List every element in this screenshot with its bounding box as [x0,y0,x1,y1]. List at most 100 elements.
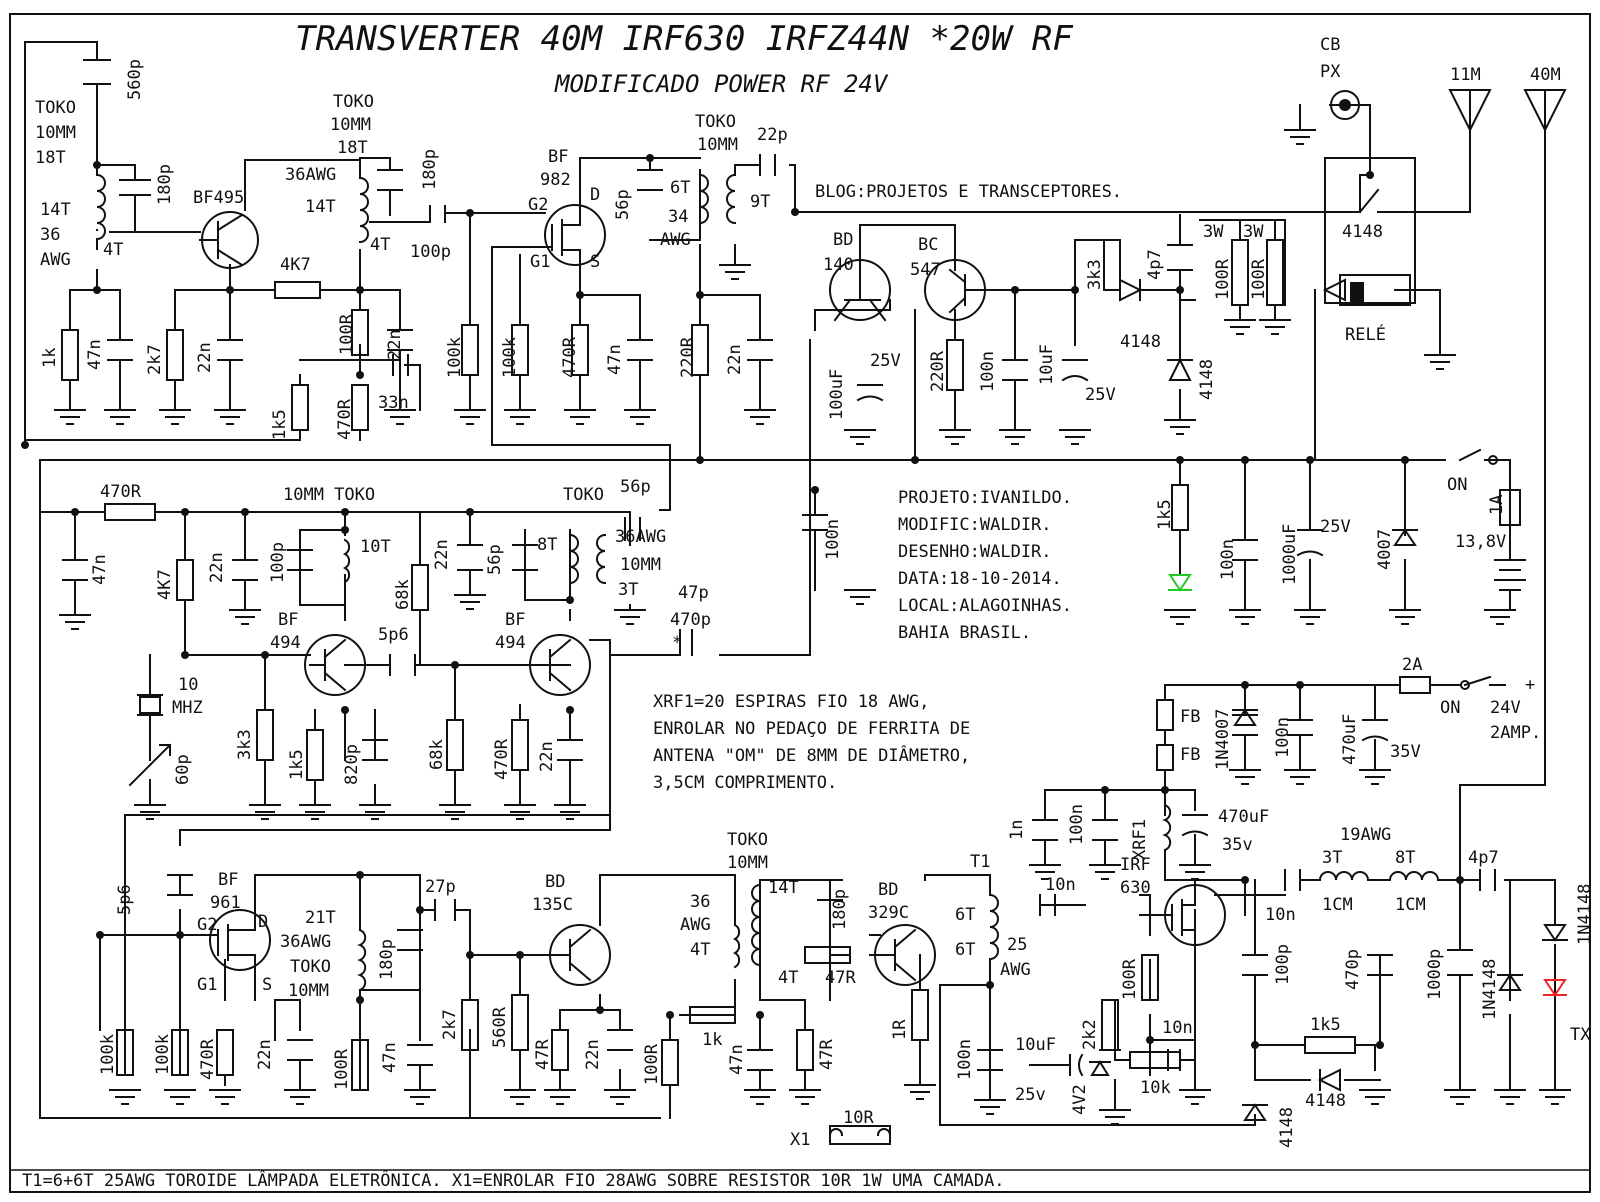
svg-text:1CM: 1CM [1395,895,1426,915]
diodes [1089,278,1568,1121]
junctions [21,154,1464,1049]
svg-text:56p: 56p [485,544,505,575]
svg-text:10MM: 10MM [697,135,738,155]
svg-text:100n: 100n [1273,717,1293,758]
tx-led [1543,979,1567,997]
svg-text:XRF1: XRF1 [1130,819,1150,860]
svg-text:40M: 40M [1530,65,1561,85]
svg-text:33n: 33n [378,393,409,413]
svg-text:24V: 24V [1490,698,1521,718]
bf982-mosfet [544,204,606,266]
svg-text:47R: 47R [817,1039,837,1070]
svg-text:X1: X1 [790,1130,810,1150]
svg-text:68k: 68k [393,579,413,610]
svg-text:MODIFIC:WALDIR.: MODIFIC:WALDIR. [898,515,1052,535]
svg-text:100R: 100R [1213,258,1233,300]
svg-text:100R: 100R [1249,258,1269,300]
svg-text:470R: 470R [198,1038,218,1080]
svg-text:982: 982 [540,170,571,190]
svg-text:56p: 56p [613,189,633,220]
svg-text:35V: 35V [1390,742,1421,762]
svg-text:180p: 180p [420,149,440,190]
svg-text:1k5: 1k5 [287,749,307,780]
svg-text:36: 36 [690,892,710,912]
svg-text:180p: 180p [830,889,850,930]
fuse-2a [1399,676,1431,694]
svg-text:1k: 1k [40,348,60,368]
svg-text:329C: 329C [868,903,909,923]
svg-text:*: * [672,633,682,653]
svg-text:BF495: BF495 [193,188,244,208]
svg-text:100n: 100n [1218,539,1238,580]
bf494-transistor-2 [529,634,591,696]
svg-text:56p: 56p [620,477,651,497]
svg-text:180p: 180p [377,939,397,980]
svg-text:11M: 11M [1450,65,1481,85]
svg-text:3k3: 3k3 [1085,259,1105,290]
svg-text:FB: FB [1180,745,1200,765]
svg-text:100p: 100p [268,542,288,583]
svg-text:47n: 47n [380,1042,400,1073]
svg-text:4p7: 4p7 [1468,848,1499,868]
grounds [54,104,1571,1125]
svg-text:100k: 100k [98,1034,118,1075]
svg-text:10MM: 10MM [288,981,329,1001]
svg-text:22n: 22n [255,1039,275,1070]
svg-text:47n: 47n [90,554,110,585]
svg-text:100R: 100R [642,1043,662,1085]
svg-text:AWG: AWG [660,230,691,250]
svg-text:100n: 100n [955,1039,975,1080]
svg-text:25v: 25v [1015,1085,1046,1105]
svg-text:10T: 10T [360,537,391,557]
svg-text:100R: 100R [337,313,357,355]
svg-text:4T: 4T [103,240,123,260]
svg-text:220R: 220R [678,336,698,378]
svg-text:BF: BF [278,610,298,630]
fuse-1a [1499,489,1521,526]
svg-text:TOKO: TOKO [727,830,768,850]
svg-text:100p: 100p [410,242,451,262]
svg-text:1n: 1n [1007,820,1027,840]
svg-text:4148: 4148 [1120,332,1161,352]
svg-text:2k2: 2k2 [1080,1019,1100,1050]
resistors [61,239,1356,1145]
svg-text:470R: 470R [335,398,355,440]
svg-text:36AWG: 36AWG [285,165,336,185]
svg-text:G2: G2 [528,195,548,215]
svg-text:27p: 27p [425,877,456,897]
svg-text:10MM TOKO: 10MM TOKO [283,485,375,505]
svg-text:25V: 25V [870,351,901,371]
svg-text:1N4148: 1N4148 [1480,959,1500,1020]
svg-text:47n: 47n [605,344,625,375]
svg-text:1N4148: 1N4148 [1575,884,1595,945]
svg-text:47n: 47n [85,339,105,370]
svg-text:AWG: AWG [680,915,711,935]
svg-text:10uF: 10uF [1015,1035,1056,1055]
capacitors [62,59,1496,1077]
svg-text:6T: 6T [670,178,690,198]
credits: PROJETO:IVANILDO. MODIFIC:WALDIR. DESENH… [898,488,1072,643]
crystal-10mhz [139,696,161,714]
svg-text:ON: ON [1440,698,1460,718]
svg-text:100n: 100n [823,519,843,560]
svg-text:BF: BF [505,610,525,630]
svg-text:G1: G1 [530,252,550,272]
svg-text:3W: 3W [1243,222,1264,242]
svg-text:47p: 47p [678,583,709,603]
svg-text:47R: 47R [533,1039,553,1070]
svg-text:36AWG: 36AWG [280,932,331,952]
svg-text:1k5: 1k5 [270,409,290,440]
svg-text:13,8V: 13,8V [1455,532,1506,552]
svg-text:5p6: 5p6 [115,884,135,915]
svg-text:10n: 10n [1265,905,1296,925]
svg-text:1k5: 1k5 [1155,499,1175,530]
svg-text:4T: 4T [370,235,390,255]
svg-text:560R: 560R [490,1006,510,1048]
svg-text:470uF: 470uF [1218,807,1269,827]
svg-text:18T: 18T [35,148,66,168]
svg-text:100n: 100n [978,351,998,392]
blog-text: BLOG:PROJETOS E TRANSCEPTORES. [815,182,1122,202]
svg-text:961: 961 [210,893,241,913]
svg-text:35v: 35v [1222,835,1253,855]
svg-text:S: S [262,975,272,995]
